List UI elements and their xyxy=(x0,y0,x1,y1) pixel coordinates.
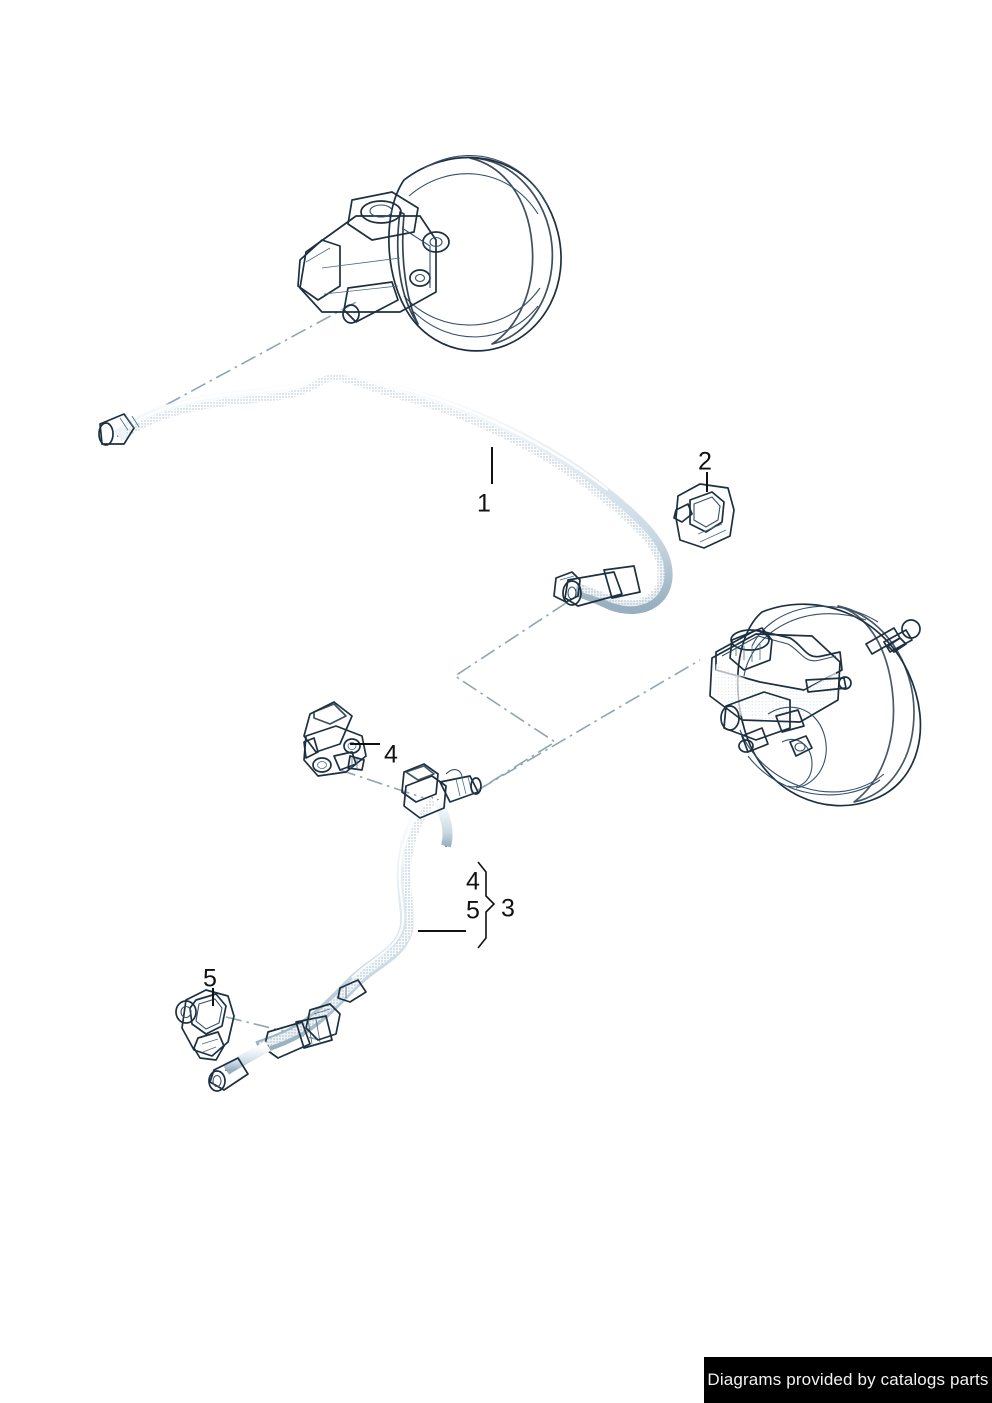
hose-end-connector-right xyxy=(553,565,641,607)
hose-mid-collar xyxy=(337,979,367,1003)
hose-end-fitting-left xyxy=(98,413,140,446)
callout-4-brace: 4 xyxy=(466,868,480,896)
callout-1: 1 xyxy=(477,490,491,518)
attribution-text: Diagrams provided by catalogs parts xyxy=(707,1370,989,1389)
callout-5-brace: 5 xyxy=(466,897,480,925)
retaining-clip-upper xyxy=(673,483,735,549)
brace-group-3 xyxy=(477,861,496,949)
callout-3: 3 xyxy=(501,895,515,923)
brake-pressure-sensor xyxy=(303,701,367,777)
brake-servo-master-cylinder-lower xyxy=(709,603,922,807)
brake-servo-master-cylinder-upper xyxy=(297,155,562,352)
callout-5-clip: 5 xyxy=(203,965,217,993)
retaining-clip-lower xyxy=(175,989,235,1061)
assembly-construction-lines xyxy=(115,299,701,1041)
callout-4-sensor: 4 xyxy=(384,741,398,769)
callout-numbers: 1 2 3 4 4 5 5 xyxy=(203,448,712,993)
vacuum-hose-lower-assembly xyxy=(208,763,482,1092)
callout-leaders xyxy=(212,447,708,1006)
attribution-banner: Diagrams provided by catalogs parts xyxy=(704,1357,992,1403)
hose-t-connector xyxy=(401,763,482,819)
vacuum-hose-upper-long xyxy=(98,366,673,615)
callout-2: 2 xyxy=(698,448,712,476)
hose-lower-connector xyxy=(208,1003,341,1092)
